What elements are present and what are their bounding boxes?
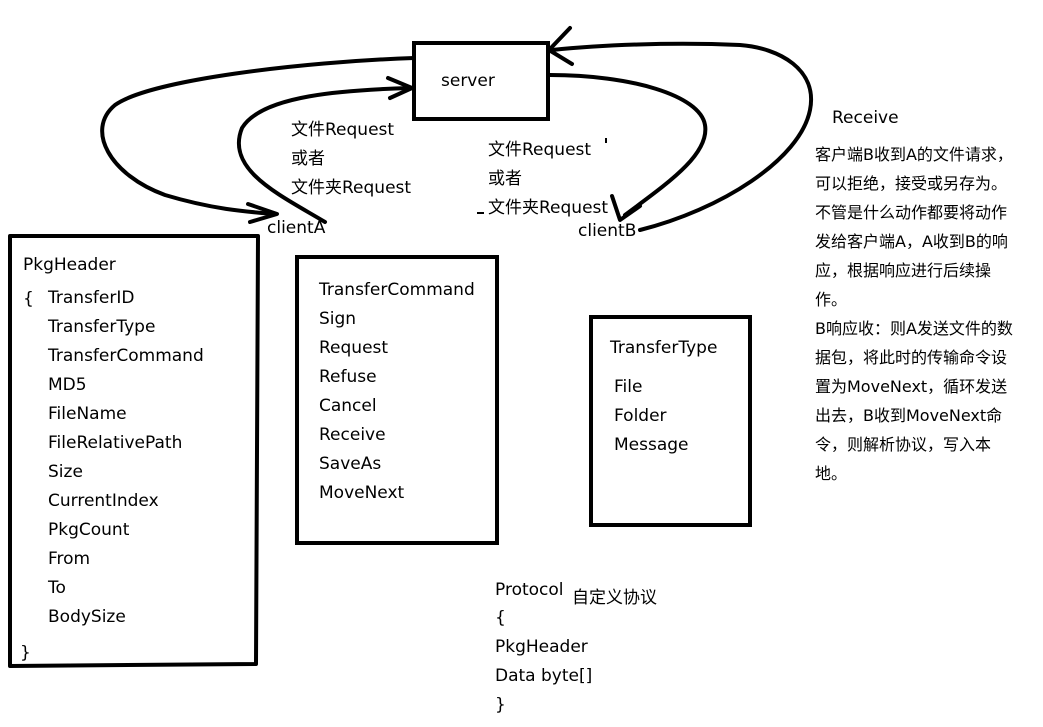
pkgheader-field: TransferType	[48, 317, 156, 337]
arrowhead-clientB	[610, 194, 642, 222]
pkgheader-field: Size	[48, 462, 83, 482]
pkgheader-field: From	[48, 549, 91, 569]
pkgheader-field: MD5	[48, 375, 87, 395]
transfertype-box	[589, 315, 752, 527]
transfercommand-item: SaveAs	[319, 454, 382, 474]
receive-line: 令，则解析协议，写入本	[815, 435, 992, 454]
arrowhead-server-top	[547, 26, 574, 66]
protocol-line: Data byte[]	[495, 666, 593, 686]
transfercommand-item: Receive	[319, 425, 386, 445]
pkgheader-close-brace: }	[20, 643, 31, 663]
request-mid-line3: 文件夹Request	[488, 198, 609, 218]
pkgheader-open-brace: {	[23, 289, 34, 309]
transfercommand-item: Request	[319, 338, 389, 358]
arrowhead-clientA-outer	[246, 202, 279, 224]
protocol-line: {	[495, 608, 506, 628]
transfertype-item: File	[614, 377, 643, 397]
pkgheader-field: BodySize	[48, 607, 126, 627]
arrow-server-to-clientA	[100, 56, 416, 216]
receive-line: 不管是什么动作都要将动作	[815, 203, 1008, 222]
protocol-lines: { PkgHeader Data byte[] }	[495, 604, 592, 720]
transfercommand-item: Refuse	[319, 367, 377, 387]
pkgheader-fields: TransferID TransferType TransferCommand …	[48, 284, 204, 632]
protocol-title: Protocol	[495, 580, 564, 600]
receive-line: 应，根据响应进行后续操	[815, 261, 992, 280]
transfertype-items: File Folder Message	[614, 373, 689, 460]
receive-line: 客户端B收到A的文件请求，	[815, 145, 1013, 164]
request-left-line2: 或者	[291, 149, 325, 169]
transfercommand-item: TransferCommand	[319, 280, 475, 300]
clientA-label: clientA	[267, 218, 326, 238]
receive-line: 发给客户端A，A收到B的响	[815, 232, 1008, 251]
receive-description: 客户端B收到A的文件请求， 可以拒绝，接受或另存为。 不管是什么动作都要将动作 …	[815, 140, 1030, 488]
transfercommand-items: TransferCommand Sign Request Refuse Canc…	[319, 276, 475, 508]
transfercommand-item: Cancel	[319, 396, 377, 416]
transfertype-item: Folder	[614, 406, 667, 426]
pkgheader-field: PkgCount	[48, 520, 130, 540]
server-label: server	[441, 71, 495, 91]
receive-line: 据包，将此时的传输命令设	[815, 348, 1008, 367]
pkgheader-field: FileName	[48, 404, 127, 424]
transfercommand-item: MoveNext	[319, 483, 405, 503]
request-mid-line1: 文件Request	[488, 140, 592, 160]
arrow-clientB-to-server	[550, 41, 814, 232]
pkgheader-box	[8, 234, 260, 668]
pkgheader-field: CurrentIndex	[48, 491, 159, 511]
receive-line: 作。	[815, 290, 848, 309]
protocol-line: PkgHeader	[495, 637, 588, 657]
arrow-clientA-to-server	[236, 86, 412, 224]
transfertype-item: Message	[614, 435, 689, 455]
server-box	[412, 41, 550, 121]
pkgheader-field: TransferID	[48, 288, 135, 308]
receive-line: 出去，B收到MoveNext命	[815, 406, 1003, 425]
receive-line: 置为MoveNext，循环发送	[815, 377, 1008, 396]
arrow-server-to-clientB	[548, 73, 708, 217]
pkgheader-title: PkgHeader	[23, 255, 116, 275]
protocol-subtitle: 自定义协议	[572, 588, 657, 608]
pkgheader-field: FileRelativePath	[48, 433, 183, 453]
receive-title: Receive	[832, 108, 899, 128]
receive-line: B响应收：则A发送文件的数	[815, 319, 1013, 338]
transfercommand-item: Sign	[319, 309, 357, 329]
pkgheader-field: To	[48, 578, 66, 598]
request-mid-line2: 或者	[488, 169, 522, 189]
request-left-line3: 文件夹Request	[291, 178, 412, 198]
pkgheader-field: TransferCommand	[48, 346, 204, 366]
transfercommand-box	[295, 255, 499, 545]
receive-line: 地。	[815, 464, 848, 483]
clientB-label: clientB	[578, 221, 637, 241]
request-left-line1: 文件Request	[291, 120, 395, 140]
transfertype-title: TransferType	[610, 338, 718, 358]
protocol-line: }	[495, 695, 506, 715]
arrowhead-server-left	[386, 76, 414, 100]
receive-line: 可以拒绝，接受或另存为。	[815, 174, 1008, 193]
